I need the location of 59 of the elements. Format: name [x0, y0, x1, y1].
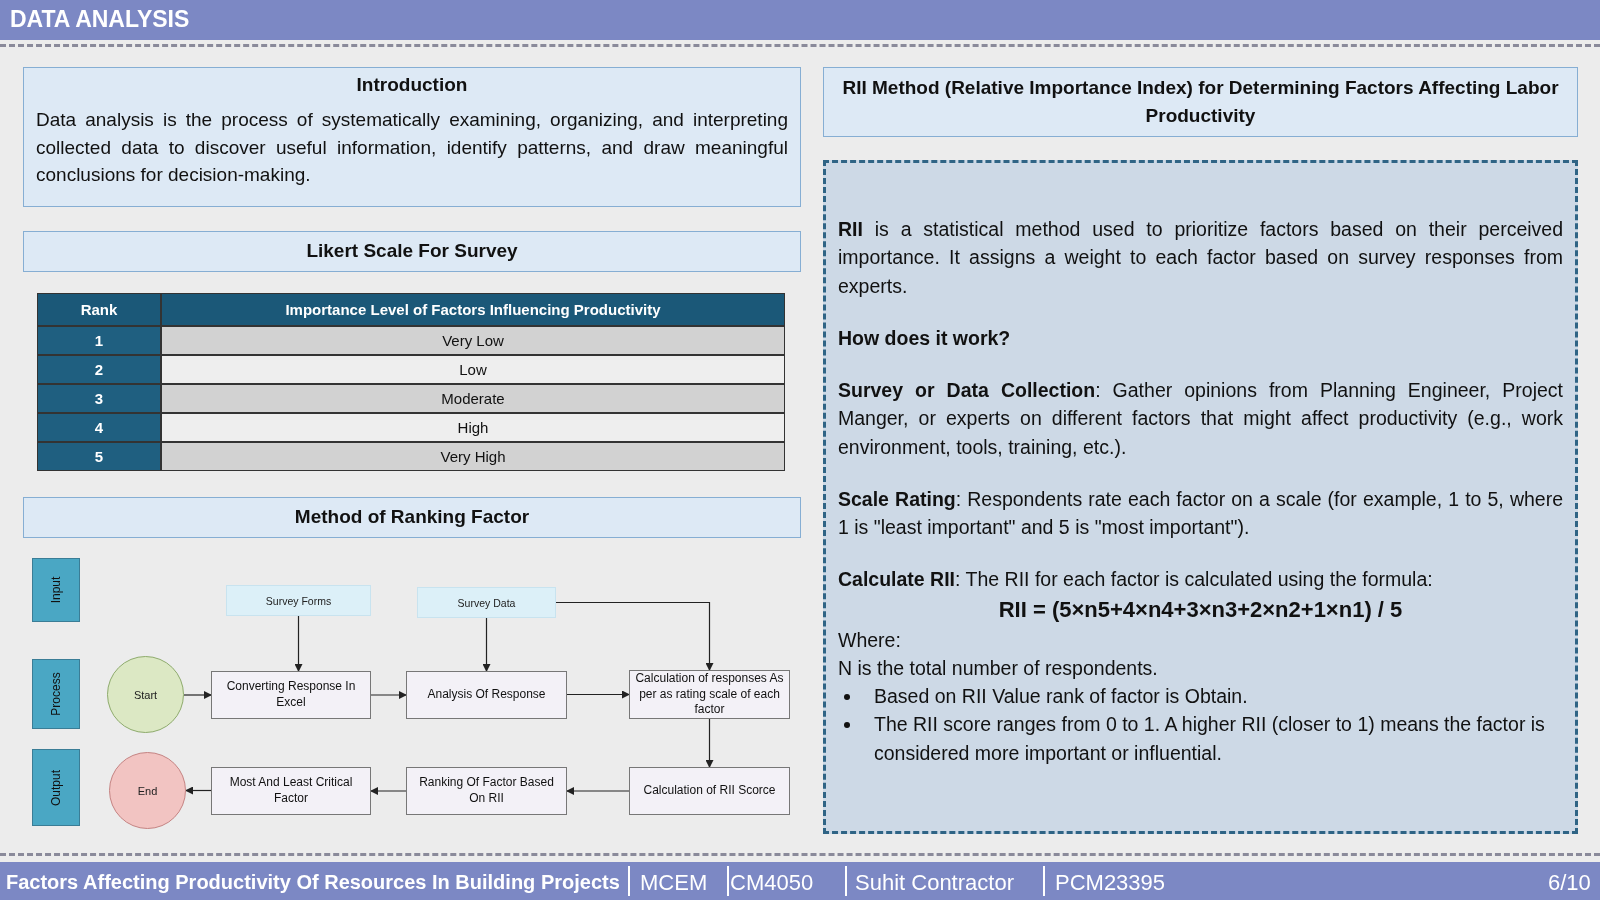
footer-text: Factors Affecting Productivity Of Resources In Building Projects: [6, 871, 620, 894]
arrow: [185, 786, 212, 795]
formula: RII = (5×n5+4×n4+3×n3+2×n2+1×n1) / 5: [997, 595, 1404, 624]
process-box: Calculation of responses As per as rating scale of each factor: [629, 670, 790, 719]
arrow: [183, 691, 212, 699]
input-box: Survey Forms: [226, 585, 371, 616]
text-panel: [23, 67, 801, 207]
start-circle: Start: [107, 656, 184, 733]
footer-text: MCEM: [640, 870, 708, 896]
page-number: 6/10: [1548, 870, 1591, 896]
section-header: Likert Scale For Survey: [23, 231, 801, 272]
arrow: [566, 690, 630, 699]
column-header: Importance Level of Factors Influencing Productivity: [161, 293, 785, 326]
process-box: Most And Least Critical Factor: [211, 767, 371, 815]
table-cell: 1: [37, 326, 161, 355]
table-cell: Very High: [161, 442, 785, 471]
arrow: [294, 615, 303, 672]
column-header: Rank: [37, 293, 161, 326]
section-header: RII Method (Relative Importance Index) for Determining Factors Affecting Labor Productivity: [823, 67, 1578, 137]
paragraph: Survey or Data Collection: Gather opinions from Planning Engineer, Project Manger, or experts on different factors that might affect productivity (e.g., work environment, tools, training, etc.).: [838, 378, 1563, 460]
table-cell: Low: [161, 355, 785, 384]
arrow: [370, 787, 407, 795]
section-header: Method of Ranking Factor: [23, 497, 801, 538]
footer-text: PCM23395: [1055, 870, 1166, 896]
process-box: Ranking Of Factor Based On RII: [406, 767, 567, 815]
paragraph: RII is a statistical method used to prioritize factors based on their perceived importance. It assigns a weight to each factor based on survey responses from experts.: [838, 217, 1563, 299]
subheading: How does it work?: [838, 325, 1012, 351]
process-box: Converting Response In Excel: [211, 671, 371, 719]
paragraph: Data analysis is the process of systematically examining, organizing, and interpreting collected data to discover useful information, identify patterns, and draw meaningful conclusions for decision-making.: [36, 108, 788, 188]
arrow: [482, 617, 491, 672]
panel-heading: Introduction: [355, 74, 469, 96]
paragraph: Where:: [838, 627, 902, 653]
table-cell: 3: [37, 384, 161, 413]
footer-text: Suhit Contractor: [855, 870, 1014, 896]
page-title: DATA ANALYSIS: [10, 6, 190, 33]
table-cell: 5: [37, 442, 161, 471]
paragraph: N is the total number of respondents.: [838, 655, 1159, 681]
paragraph: Scale Rating: Respondents rate each factor on a scale (for example, 1 to 5, where 1 is "least important" and 5 is "most important").: [838, 486, 1563, 541]
swimlane-tag: Input: [32, 558, 80, 622]
bullet-item: Based on RII Value rank of factor is Obtain.: [874, 682, 1563, 711]
arrow: [370, 691, 407, 699]
process-box: Calculation of RII Scorce: [629, 767, 790, 815]
arrow: [705, 718, 714, 768]
bullet-item: The RII score ranges from 0 to 1. A higher RII (closer to 1) means the factor is considered more important or influential.: [874, 710, 1563, 767]
process-box: Analysis Of Response: [406, 671, 567, 719]
table-cell: High: [161, 413, 785, 442]
swimlane-tag: Output: [32, 749, 80, 826]
text-panel: [823, 160, 1578, 834]
footer-text: CM4050: [730, 870, 814, 896]
swimlane-tag: Process: [32, 659, 80, 729]
table-cell: Very Low: [161, 326, 785, 355]
arrow: [555, 601, 714, 671]
input-box: Survey Data: [417, 587, 556, 618]
table-cell: 4: [37, 413, 161, 442]
table-cell: Moderate: [161, 384, 785, 413]
table-cell: 2: [37, 355, 161, 384]
paragraph: Calculate RII: The RII for each factor is calculated using the formula:: [838, 567, 1434, 593]
end-circle: End: [109, 752, 186, 829]
arrow: [566, 787, 630, 795]
